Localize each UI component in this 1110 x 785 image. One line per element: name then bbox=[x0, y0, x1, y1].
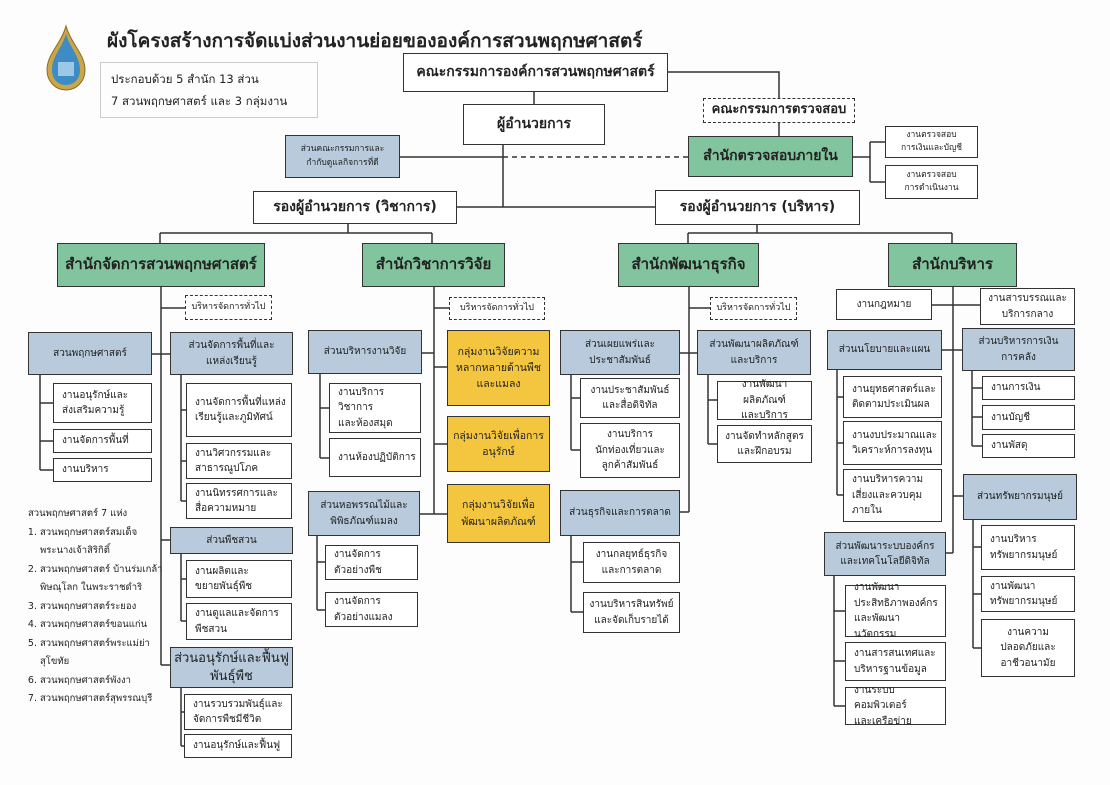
unit-box: งานพัฒนาผลิตภัณฑ์ และบริการ bbox=[717, 379, 812, 421]
deputy-academic-box: รองผู้อำนวยการ (วิชาการ) bbox=[253, 191, 457, 224]
research-admin-section: ส่วนบริหารงานวิจัย bbox=[308, 330, 422, 374]
garden-office: สำนักจัดการสวนพฤกษศาสตร์ bbox=[57, 243, 265, 287]
product-dev-section: ส่วนพัฒนาผลิตภัณฑ์ และบริการ bbox=[697, 330, 811, 375]
research-office: สำนักวิชาการวิจัย bbox=[362, 243, 505, 287]
unit-box: งานสารสนเทศและ บริหารฐานข้อมูล bbox=[845, 642, 946, 681]
unit-box: งานบริการวิชาการ และห้องสมุด bbox=[329, 383, 421, 433]
digital-section: ส่วนพัฒนาระบบองค์กร และเทคโนโลยีดิจิทัล bbox=[824, 532, 946, 576]
unit-box: งานผลิตและ ขยายพันธุ์พืช bbox=[186, 560, 292, 598]
unit-box: งานบริหาร ทรัพยากรมนุษย์ bbox=[981, 525, 1075, 570]
unit-box: งานการเงิน bbox=[982, 376, 1075, 400]
general-admin-box: บริหารจัดการทั่วไป bbox=[185, 295, 272, 320]
unit-box: งานพัสดุ bbox=[982, 434, 1075, 458]
unit-box: งานนิทรรศการและ สื่อความหมาย bbox=[186, 483, 292, 519]
unit-box: งานรวบรวมพันธุ์และ จัดการพืชมีชีวิต bbox=[184, 694, 292, 730]
unit-box: งานอนุรักษ์และฟื้นฟู bbox=[184, 734, 292, 758]
unit-box: งานดูแลและจัดการ พืชสวน bbox=[186, 603, 292, 640]
summary-box: ประกอบด้วย 5 สำนัก 13 ส่วน 7 สวนพฤกษศาสต… bbox=[100, 62, 318, 118]
hr-section: ส่วนทรัพยากรมนุษย์ bbox=[963, 474, 1077, 520]
summary-line: 7 สวนพฤกษศาสตร์ และ 3 กลุ่มงาน bbox=[111, 94, 288, 108]
pr-section: ส่วนเผยแพร่และ ประชาสัมพันธ์ bbox=[560, 330, 680, 375]
unit-box: งานบริการ นักท่องเที่ยวและ ลูกค้าสัมพันธ… bbox=[580, 423, 680, 478]
unit-box: งานจัดการ ตัวอย่างแมลง bbox=[325, 592, 418, 627]
garden-item: สวนพฤกษศาสตร์พระแม่ย่า สุโขทัย bbox=[40, 635, 168, 672]
policy-section: ส่วนนโยบายและแผน bbox=[827, 330, 942, 370]
research-group-diversity: กลุ่มงานวิจัยความ หลากหลายด้านพืช และแมล… bbox=[447, 330, 550, 406]
unit-box: งานจัดการ ตัวอย่างพืช bbox=[325, 545, 418, 580]
correspondence-unit: งานสารบรรณและ บริการกลาง bbox=[980, 288, 1075, 325]
unit-box: งานจัดการพื้นที่แหล่ง เรียนรู้และภูมิทัศ… bbox=[186, 383, 292, 437]
legal-unit: งานกฎหมาย bbox=[836, 289, 932, 320]
garden-item: สวนพฤกษศาสตร์ บ้านร่มเกล้า พิษณุโลก ในพร… bbox=[40, 561, 168, 598]
unit-box: งานบริหารสินทรัพย์ และจัดเก็บรายได้ bbox=[583, 592, 680, 633]
unit-box: งานจัดทำหลักสูตร และฝึกอบรม bbox=[717, 425, 812, 463]
general-admin-box: บริหารจัดการทั่วไป bbox=[449, 297, 545, 320]
horticulture-section: ส่วนพืชสวน bbox=[170, 527, 293, 554]
area-learning-section: ส่วนจัดการพื้นที่และ แหล่งเรียนรู้ bbox=[170, 332, 293, 375]
deputy-admin-box: รองผู้อำนวยการ (บริหาร) bbox=[655, 190, 860, 225]
plant-conservation-section: ส่วนอนุรักษ์และฟื้นฟู พันธุ์พืช bbox=[170, 647, 293, 688]
herbarium-section: ส่วนหอพรรณไม้และ พิพิธภัณฑ์แมลง bbox=[308, 491, 420, 536]
research-group-product: กลุ่มงานวิจัยเพื่อ พัฒนาผลิตภัณฑ์ bbox=[447, 484, 550, 543]
garden-item: สวนพฤกษศาสตร์สมเด็จพระนางเจ้าสิริกิติ์ bbox=[40, 524, 168, 561]
finance-section: ส่วนบริหารการเงิน การคลัง bbox=[962, 328, 1075, 371]
unit-box: งานบริหาร bbox=[53, 458, 152, 482]
unit-box: งานยุทธศาสตร์และ ติดตามประเมินผล bbox=[843, 376, 942, 418]
governance-section: ส่วนคณะกรรมการและ กำกับดูแลกิจการที่ดี bbox=[285, 135, 400, 178]
unit-box: งานประชาสัมพันธ์ และสื่อดิจิทัล bbox=[580, 378, 680, 418]
unit-box: งานงบประมาณและ วิเคราะห์การลงทุน bbox=[843, 421, 942, 465]
business-office: สำนักพัฒนาธุรกิจ bbox=[618, 243, 759, 287]
board-box: คณะกรรมการองค์การสวนพฤกษศาสตร์ bbox=[403, 53, 668, 92]
garden-item: สวนพฤกษศาสตร์ขอนแก่น bbox=[40, 616, 168, 635]
unit-box: งานห้องปฏิบัติการ bbox=[329, 438, 421, 477]
garden-item: สวนพฤกษศาสตร์พังงา bbox=[40, 672, 168, 691]
research-group-conservation: กลุ่มงานวิจัยเพื่อการ อนุรักษ์ bbox=[447, 416, 550, 472]
director-box: ผู้อำนวยการ bbox=[463, 104, 605, 145]
unit-box: งานระบบคอมพิวเตอร์ และเครือข่าย bbox=[845, 685, 946, 727]
general-admin-box: บริหารจัดการทั่วไป bbox=[710, 297, 797, 320]
audit-finance-unit: งานตรวจสอบ การเงินและบัญชี bbox=[885, 126, 978, 158]
unit-box: งานอนุรักษ์และ ส่งเสริมความรู้ bbox=[53, 383, 152, 423]
garden-item: สวนพฤกษศาสตร์ระยอง bbox=[40, 598, 168, 617]
unit-box: งานกลยุทธ์ธุรกิจ และการตลาด bbox=[583, 542, 680, 583]
audit-operation-unit: งานตรวจสอบ การดำเนินงาน bbox=[885, 165, 978, 199]
unit-box: งานวิศวกรรมและ สาธารณูปโภค bbox=[186, 443, 292, 479]
unit-box: งานความ ปลอดภัยและ อาชีวอนามัย bbox=[981, 619, 1075, 677]
unit-box: งานบริหารความ เสี่ยงและควบคุม ภายใน bbox=[843, 469, 942, 522]
gardens-heading: สวนพฤกษศาสตร์ 7 แห่ง bbox=[28, 508, 128, 519]
unit-box: งานพัฒนา ประสิทธิภาพองค์กร และพัฒนานวัตก… bbox=[845, 582, 946, 640]
unit-box: งานบัญชี bbox=[982, 405, 1075, 430]
unit-box: งานจัดการพื้นที่ bbox=[53, 429, 152, 453]
marketing-section: ส่วนธุรกิจและการตลาด bbox=[560, 490, 680, 536]
garden-item: สวนพฤกษศาสตร์สุพรรณบุรี bbox=[40, 690, 168, 709]
botanic-gardens-section: สวนพฤกษศาสตร์ bbox=[28, 332, 152, 375]
admin-office: สำนักบริหาร bbox=[888, 243, 1017, 287]
audit-committee-box: คณะกรรมการตรวจสอบ bbox=[703, 98, 855, 123]
gardens-list: สวนพฤกษศาสตร์ 7 แห่ง สวนพฤกษศาสตร์สมเด็จ… bbox=[28, 505, 168, 709]
summary-line: ประกอบด้วย 5 สำนัก 13 ส่วน bbox=[111, 72, 259, 86]
unit-box: งานพัฒนา ทรัพยากรมนุษย์ bbox=[981, 576, 1075, 612]
organization-logo bbox=[46, 24, 86, 91]
internal-audit-office: สำนักตรวจสอบภายใน bbox=[688, 136, 853, 177]
page-title: ผังโครงสร้างการจัดแบ่งส่วนงานย่อยขององค์… bbox=[107, 30, 643, 52]
